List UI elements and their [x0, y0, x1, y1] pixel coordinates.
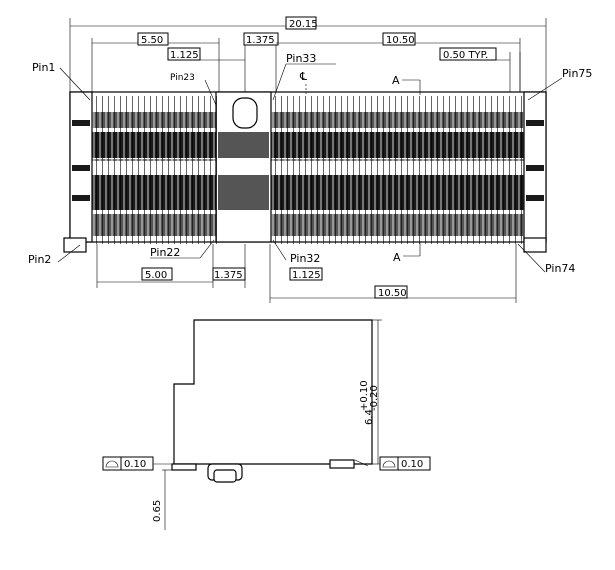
side-height-label: 6.4	[364, 409, 375, 425]
dim-pitch-label: 0.50 TYP.	[443, 50, 488, 61]
dim-left-offset: 1.125	[167, 47, 245, 61]
dim-overall-label: 20.15	[289, 19, 318, 30]
dim-bottom-left-label: 5.00	[145, 270, 167, 281]
pin74-label: Pin74	[545, 262, 575, 275]
right-hold-down	[523, 237, 547, 253]
dim-center-gap-top: 1.375	[243, 32, 279, 95]
top-view: 20.15 5.50 1.375 10.50 1.125	[28, 16, 592, 303]
flatness-right-value: 0.10	[401, 459, 423, 470]
pin-lines	[93, 96, 522, 244]
pin22-label: Pin22	[150, 246, 180, 259]
pin32-label: Pin32	[290, 252, 320, 265]
dim-left-span-label: 5.50	[141, 35, 163, 46]
dim-bottom-left: 5.00	[96, 244, 214, 288]
dim-bottom-right-label: 10.50	[378, 288, 407, 299]
contact-array-right	[271, 112, 524, 236]
dim-center-gap-top-label: 1.375	[246, 35, 275, 46]
dim-center-gap-bottom: 1.375	[212, 244, 246, 288]
side-height-tol-plus: +0.10	[359, 380, 370, 411]
dim-bottom-right: 10.50	[270, 244, 517, 303]
center-key	[215, 91, 272, 243]
dim-bottom-right-small: 1.125	[269, 244, 323, 303]
dim-left-span: 5.50	[91, 32, 220, 95]
side-profile	[173, 319, 373, 465]
pin2-label: Pin2	[28, 253, 51, 266]
pin1-label: Pin1	[32, 61, 55, 74]
dim-overall: 20.15	[69, 16, 547, 95]
pin75-label: Pin75	[562, 67, 592, 80]
dim-right-span-top: 10.50	[276, 32, 521, 95]
flatness-left-value: 0.10	[124, 459, 146, 470]
centerline-symbol: ℄	[299, 70, 307, 83]
pin33-label: Pin33	[286, 52, 316, 65]
left-hold-down	[63, 237, 87, 253]
flatness-left: 0.10	[102, 456, 172, 471]
side-view: 6.4 +0.10 -0.20 0.65 0.10 0.10	[102, 319, 431, 530]
side-standoff-label: 0.65	[152, 500, 163, 522]
dim-pitch: 0.50 TYP.	[439, 47, 521, 95]
pin23-label: Pin23	[170, 73, 195, 83]
dim-left-offset-label: 1.125	[170, 50, 199, 61]
dim-right-span-top-label: 10.50	[386, 35, 415, 46]
section-a-top: A	[392, 74, 400, 87]
flatness-right: 0.10	[368, 456, 431, 471]
dim-center-gap-bottom-label: 1.375	[214, 270, 243, 281]
section-a-bottom: A	[393, 251, 401, 264]
dim-bottom-right-small-label: 1.125	[292, 270, 321, 281]
side-height-tol-minus: -0.20	[369, 385, 380, 411]
